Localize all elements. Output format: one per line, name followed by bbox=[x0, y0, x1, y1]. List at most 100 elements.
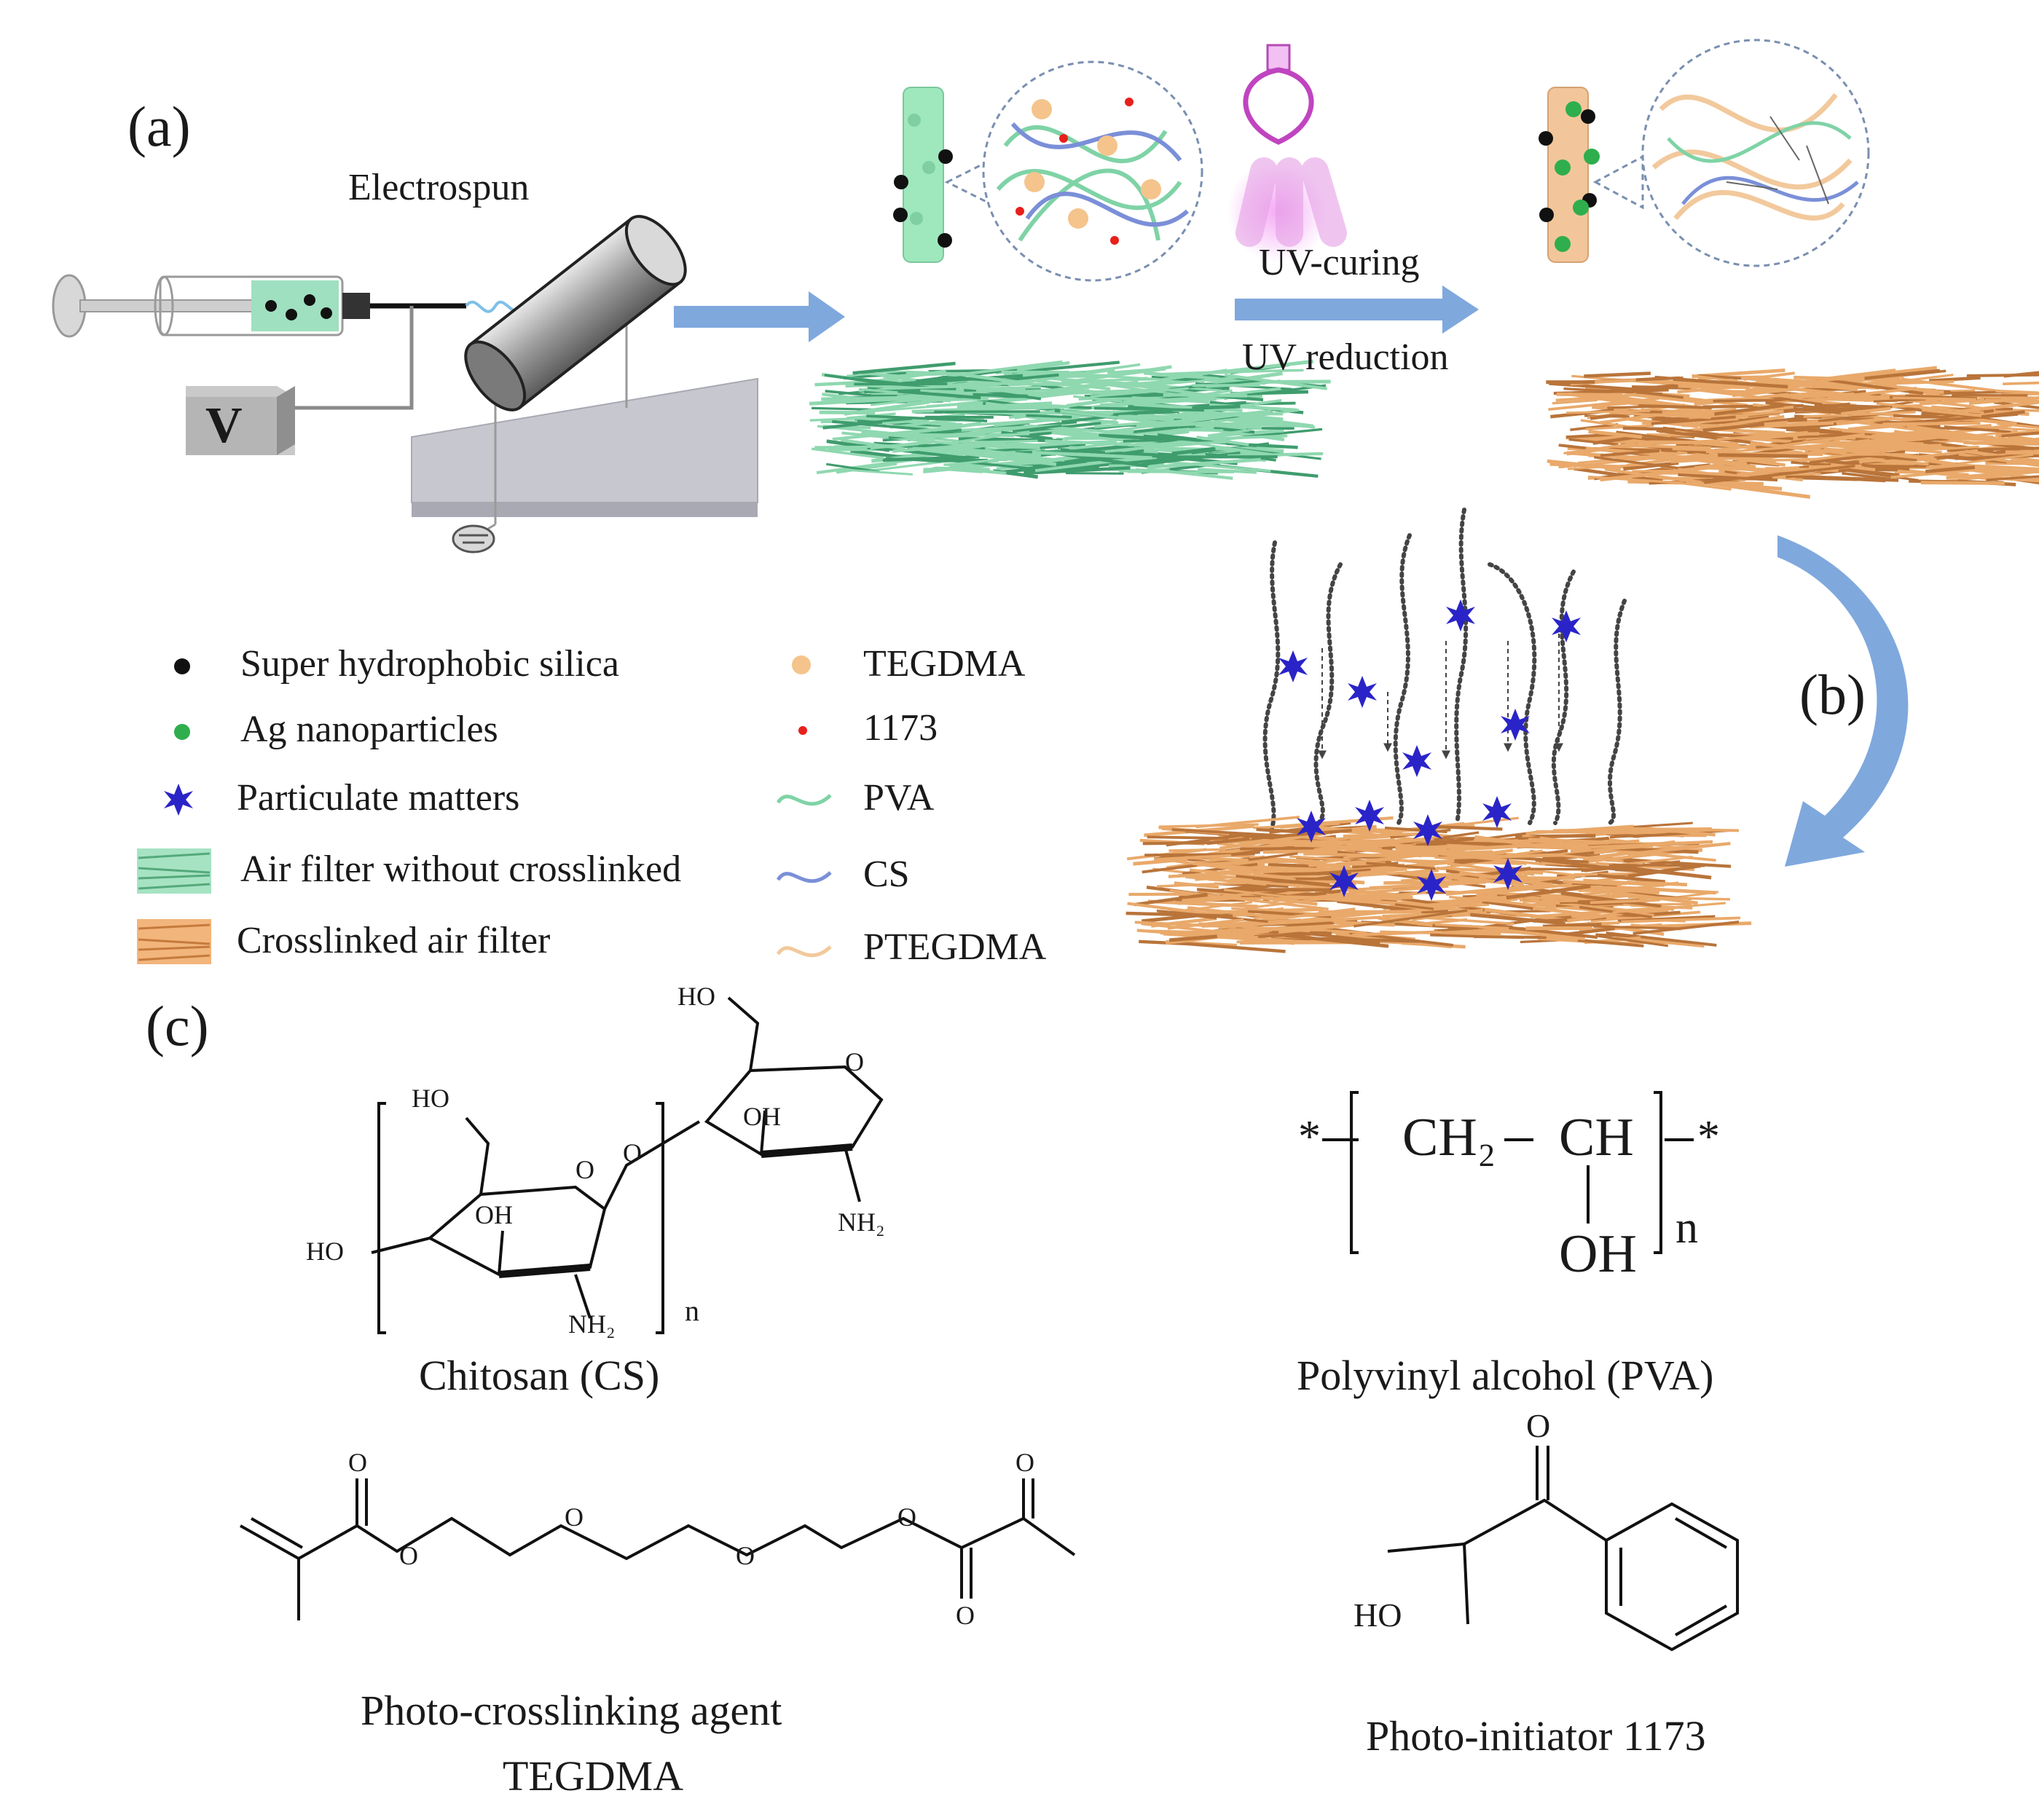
pva-star-right: * bbox=[1697, 1112, 1720, 1162]
green-fiber-strand bbox=[832, 419, 933, 432]
legend-label-silica: Super hydrophobic silica bbox=[240, 643, 619, 685]
chitosan-structure bbox=[371, 996, 884, 1334]
tegdma-o3: O bbox=[565, 1502, 584, 1532]
orange-fiber-strand bbox=[1157, 881, 1246, 888]
orange-fiber-strand bbox=[1133, 857, 1188, 866]
legend-icons bbox=[137, 655, 832, 964]
cs-o-link: O bbox=[623, 1138, 642, 1167]
orange-fiber-strand bbox=[1402, 941, 1466, 949]
orange-fiber-strand bbox=[1670, 456, 1740, 464]
green-fiber-strand bbox=[1225, 412, 1284, 421]
orange-fiber-strand bbox=[1678, 473, 1778, 482]
green-fiber-strand bbox=[951, 442, 1040, 450]
orange-fiber-strand bbox=[1136, 929, 1199, 937]
orange-fiber-strand bbox=[1830, 444, 1879, 449]
green-fiber-strand bbox=[861, 430, 935, 441]
tegdma-caption-line1: Photo-crosslinking agent bbox=[361, 1687, 782, 1734]
orange-fiber-strand bbox=[1923, 458, 1992, 472]
cs-oh-2: OH bbox=[743, 1102, 781, 1131]
tegdma-structure bbox=[240, 1478, 1076, 1620]
orange-fiber-strand bbox=[1574, 843, 1654, 850]
orange-fiber-strand bbox=[1415, 837, 1474, 846]
green-fiber-strand bbox=[1182, 410, 1262, 424]
uv-curing-label: UV-curing bbox=[1259, 242, 1420, 283]
orange-fiber-strand bbox=[1748, 388, 1793, 395]
orange-fiber-strand bbox=[1168, 869, 1285, 878]
green-fiber-strand bbox=[836, 462, 897, 474]
orange-fiber-strand bbox=[1656, 428, 1764, 446]
panel-label-a: (a) bbox=[127, 95, 191, 158]
orange-fiber-strand bbox=[1430, 933, 1524, 939]
orange-fiber-strand bbox=[1154, 854, 1232, 862]
orange-fiber-strand bbox=[1165, 929, 1270, 945]
orange-fiber-strand bbox=[1946, 446, 2039, 452]
orange-fiber-strand bbox=[1675, 417, 1739, 425]
orange-fiber-strand bbox=[1171, 828, 1287, 838]
uncrosslinked-fiber bbox=[893, 87, 953, 263]
green-fiber-strand bbox=[973, 401, 1053, 409]
orange-fiber-strand bbox=[1147, 835, 1228, 840]
orange-fiber-strand bbox=[1156, 909, 1268, 923]
tegdma-caption-line2: TEGDMA bbox=[503, 1752, 684, 1800]
legend-label-pm: Particulate matters bbox=[237, 777, 520, 819]
orange-fiber-strand bbox=[1147, 899, 1258, 909]
legend-icon-pm bbox=[164, 784, 193, 816]
process-arrow-1 bbox=[674, 291, 845, 342]
orange-fiber-strand bbox=[1920, 481, 2005, 486]
legend-icon-orange-mat bbox=[137, 919, 211, 964]
orange-fiber-strand bbox=[1285, 858, 1351, 870]
tegdma-o4: O bbox=[736, 1541, 755, 1570]
orange-fiber-strand bbox=[1965, 449, 2039, 463]
particulate-matter-icon bbox=[1348, 676, 1377, 708]
orange-fiber-strand bbox=[1624, 389, 1684, 399]
pva-star-left: * bbox=[1298, 1112, 1321, 1162]
panel-label-b: (b) bbox=[1799, 663, 1866, 726]
green-fiber-strand bbox=[870, 442, 919, 450]
airflow-line bbox=[1551, 570, 1576, 825]
orange-fiber-strand bbox=[1449, 895, 1551, 908]
orange-fiber-strand bbox=[1469, 913, 1565, 926]
orange-fiber-strand bbox=[1253, 913, 1356, 920]
orange-fiber-strand bbox=[1206, 837, 1250, 846]
orange-fiber-strand bbox=[1608, 864, 1712, 880]
legend-label-ag: Ag nanoparticles bbox=[240, 709, 498, 750]
cs-nh2-2: NH₂ bbox=[838, 1208, 885, 1237]
orange-fiber-strand bbox=[1958, 452, 2039, 468]
green-fiber-strand bbox=[1171, 446, 1216, 456]
green-fiber-strand bbox=[1198, 468, 1257, 474]
collector-base-plate bbox=[411, 377, 758, 503]
orange-fiber-strand bbox=[1542, 922, 1602, 929]
orange-fiber-strand bbox=[1252, 877, 1356, 890]
orange-fiber-strand bbox=[1592, 435, 1638, 445]
orange-fiber-strand bbox=[1986, 475, 2039, 481]
orange-fiber-strand bbox=[1210, 907, 1324, 915]
green-fiber-strand bbox=[866, 414, 988, 422]
orange-fiber-strand bbox=[1182, 862, 1258, 875]
green-fiber-strand bbox=[944, 397, 989, 401]
cs-ho-left: HO bbox=[306, 1237, 344, 1266]
orange-fiber-strand bbox=[1256, 827, 1316, 835]
legend-label-ptegdma: PTEGDMA bbox=[863, 926, 1047, 968]
orange-fiber-strand bbox=[1382, 841, 1488, 858]
polymer-solution bbox=[251, 280, 339, 331]
orange-fiber-strand bbox=[1763, 390, 1828, 398]
green-fiber-strand bbox=[962, 425, 1031, 436]
orange-fiber-strand bbox=[1509, 926, 1598, 939]
orange-fiber-strand bbox=[1597, 873, 1666, 884]
legend-icon-tegdma bbox=[792, 655, 811, 674]
electrospun-label: Electrospun bbox=[348, 167, 530, 208]
orange-fiber-strand bbox=[1749, 421, 1834, 429]
orange-fiber-strand bbox=[1539, 899, 1630, 912]
orange-fiber-strand bbox=[1944, 425, 2011, 433]
orange-fiber-strand bbox=[1563, 879, 1622, 886]
legend-icon-green-mat bbox=[137, 848, 211, 894]
pva-ch: CH bbox=[1559, 1108, 1634, 1167]
orange-fiber-strand bbox=[2001, 431, 2039, 438]
legend-label-green-mat: Air filter without crosslinked bbox=[240, 848, 682, 890]
green-fiber-strand bbox=[1065, 472, 1124, 475]
green-fiber-strand bbox=[956, 467, 1007, 476]
green-fiber-strand bbox=[1024, 466, 1131, 475]
orange-fiber-strand bbox=[1718, 453, 1808, 458]
ground-symbol bbox=[452, 524, 495, 554]
orange-fiber-strand bbox=[1366, 862, 1436, 870]
